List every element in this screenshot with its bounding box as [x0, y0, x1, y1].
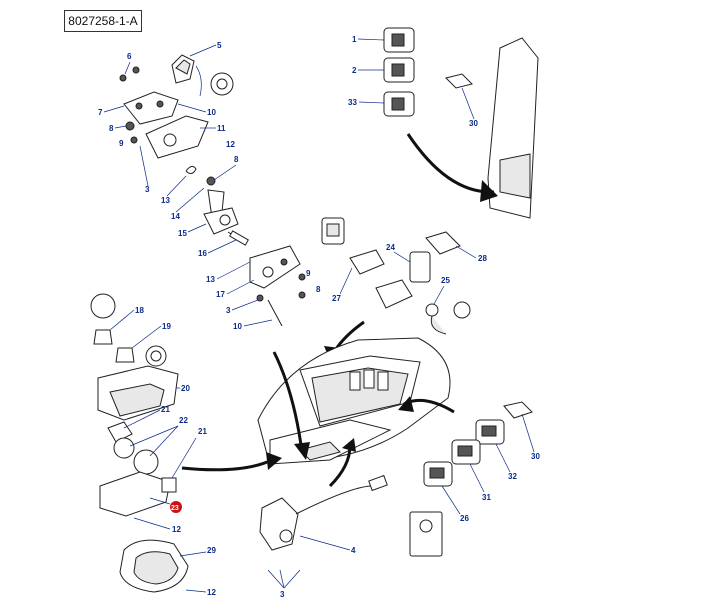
callout-16: 16 [198, 249, 207, 258]
dashboard-switch-group [321, 217, 471, 360]
callout-8-top: 8 [109, 124, 114, 133]
callout-7: 7 [98, 108, 103, 117]
callout-3-mid: 3 [226, 306, 231, 315]
callout-33: 33 [348, 98, 357, 107]
callout-31: 31 [482, 493, 491, 502]
callout-30-top: 30 [469, 119, 478, 128]
callout-1: 1 [352, 35, 357, 44]
callout-12-bottom: 12 [207, 588, 216, 597]
callout-17: 17 [216, 290, 225, 299]
switch-panel-assembly [383, 27, 539, 219]
callout-8-lower: 8 [316, 285, 321, 294]
callout-28: 28 [478, 254, 487, 263]
drawing-reference-number: 8027258-1-A [64, 10, 142, 32]
callout-22: 22 [179, 416, 188, 425]
callout-5: 5 [217, 41, 222, 50]
callout-3-bottom: 3 [280, 590, 285, 599]
callout-12-mid: 12 [172, 525, 181, 534]
callout-15: 15 [178, 229, 187, 238]
callout-19: 19 [162, 322, 171, 331]
callout-20: 20 [181, 384, 190, 393]
callout-30-bottom: 30 [531, 452, 540, 461]
callout-8-mid: 8 [234, 155, 239, 164]
callout-25: 25 [441, 276, 450, 285]
cab-console-body [181, 337, 455, 488]
callout-21-mid: 21 [198, 427, 207, 436]
callout-27: 27 [332, 294, 341, 303]
callout-13-mid: 13 [206, 275, 215, 284]
callout-labels: 1 2 33 30 5 6 7 8 9 10 11 12 3 13 8 14 1… [98, 35, 540, 599]
callout-12-top: 12 [226, 140, 235, 149]
callout-6: 6 [127, 52, 132, 61]
callout-11: 11 [217, 124, 226, 133]
callout-21-top: 21 [161, 405, 170, 414]
callout-18: 18 [135, 306, 144, 315]
callout-29: 29 [207, 546, 216, 555]
column-switch-assembly [259, 474, 388, 551]
rocker-switch-group [409, 401, 533, 557]
callout-23-marker [170, 501, 182, 513]
callout-10-mid: 10 [233, 322, 242, 331]
callout-3-top: 3 [145, 185, 150, 194]
callout-9-top: 9 [119, 139, 124, 148]
callout-9-mid: 9 [306, 269, 311, 278]
callout-26: 26 [460, 514, 469, 523]
callout-2: 2 [352, 66, 357, 75]
callout-23: 23 [171, 505, 179, 512]
callout-24: 24 [386, 243, 395, 252]
callout-14: 14 [171, 212, 180, 221]
callout-4: 4 [351, 546, 356, 555]
instrument-parts-group [90, 293, 189, 593]
callout-10-top: 10 [207, 108, 216, 117]
callout-13-top: 13 [161, 196, 170, 205]
callout-32: 32 [508, 472, 517, 481]
lever-mechanism-assembly [119, 54, 306, 327]
